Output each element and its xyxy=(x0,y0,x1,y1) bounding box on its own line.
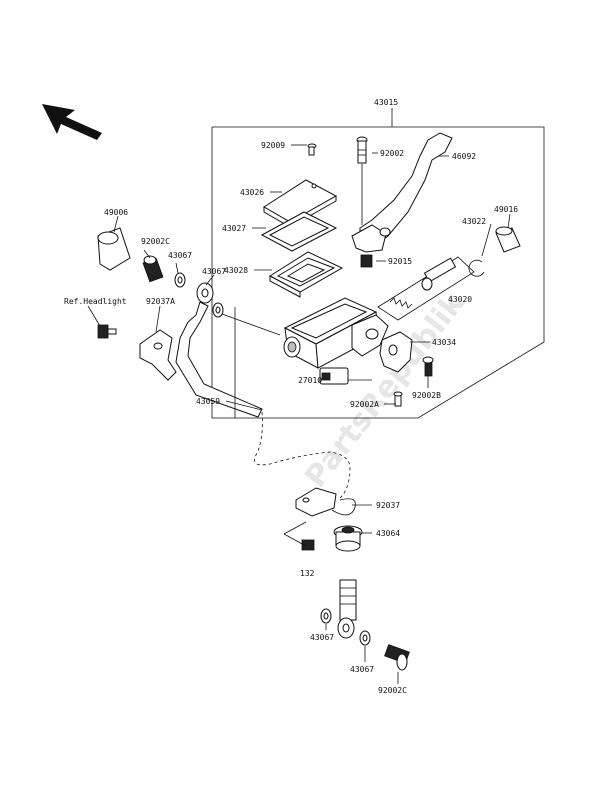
bolt-132[interactable] xyxy=(283,521,315,551)
plate-43027[interactable] xyxy=(260,211,338,252)
clamp-92037[interactable] xyxy=(331,498,356,516)
label-49016[interactable]: 49016 xyxy=(494,205,518,214)
label-132[interactable]: 132 xyxy=(300,569,315,578)
label-43059[interactable]: 43059 xyxy=(196,397,220,406)
washer-43067-upper[interactable] xyxy=(212,302,224,318)
front-direction-arrow-icon xyxy=(42,104,102,140)
clamp-43034[interactable] xyxy=(379,331,413,373)
label-43026[interactable]: 43026 xyxy=(240,188,264,197)
leader-lines xyxy=(87,144,511,684)
label-49006[interactable]: 49006 xyxy=(104,208,128,217)
lower-bracket[interactable] xyxy=(295,487,337,517)
screw-92009[interactable] xyxy=(307,143,317,156)
diaphragm-43028[interactable] xyxy=(269,251,344,298)
bracket-92037A[interactable] xyxy=(139,329,177,381)
master-cylinder-body[interactable] xyxy=(283,297,389,369)
label-92002C-top[interactable]: 92002C xyxy=(141,237,170,246)
label-92002B[interactable]: 92002B xyxy=(412,391,441,400)
label-43015[interactable]: 43015 xyxy=(374,98,398,107)
washer-43067-lower-left[interactable] xyxy=(320,608,332,624)
grommet-43064[interactable] xyxy=(333,525,363,552)
label-92037A[interactable]: 92037A xyxy=(146,297,175,306)
washer-43067-lower-right[interactable] xyxy=(359,630,371,646)
label-43067-a[interactable]: 43067 xyxy=(168,251,192,260)
label-43020[interactable]: 43020 xyxy=(448,295,472,304)
bolt-92002[interactable] xyxy=(356,136,368,164)
brake-lever-46092[interactable] xyxy=(351,132,453,253)
label-92002[interactable]: 92002 xyxy=(380,149,404,158)
washer-43067-left[interactable] xyxy=(174,272,186,288)
boot-49016[interactable] xyxy=(495,226,521,253)
label-43067-d[interactable]: 43067 xyxy=(350,665,374,674)
label-92002C-bottom[interactable]: 92002C xyxy=(378,686,407,695)
screw-92002A[interactable] xyxy=(393,391,403,407)
label-43034[interactable]: 43034 xyxy=(432,338,456,347)
switch-27010[interactable] xyxy=(319,367,349,385)
label-ref-headlight[interactable]: Ref.Headlight xyxy=(64,297,127,306)
label-92002A[interactable]: 92002A xyxy=(350,400,379,409)
label-27010[interactable]: 27010 xyxy=(298,376,322,385)
circlip-43022[interactable] xyxy=(468,259,485,277)
part-labels: 43015 92009 92002 46092 43026 43027 4302… xyxy=(64,98,518,695)
label-43028[interactable]: 43028 xyxy=(224,266,248,275)
label-92009[interactable]: 92009 xyxy=(261,141,285,150)
label-43027[interactable]: 43027 xyxy=(222,224,246,233)
assembly-boundary xyxy=(211,126,545,419)
bolt-92002B[interactable] xyxy=(422,356,434,377)
label-43067-c[interactable]: 43067 xyxy=(310,633,334,642)
hose-lower-fitting[interactable] xyxy=(337,579,357,639)
banjo-bolt-92002C-upper[interactable] xyxy=(142,255,164,283)
headlight-ref-bolt[interactable] xyxy=(97,324,117,339)
banjo-bolt-92002C-lower[interactable] xyxy=(384,644,410,671)
piston-kit-43020[interactable] xyxy=(377,256,475,321)
boot-49006[interactable] xyxy=(97,227,131,271)
label-43064[interactable]: 43064 xyxy=(376,529,400,538)
nut-92015[interactable] xyxy=(360,254,373,268)
label-46092[interactable]: 46092 xyxy=(452,152,476,161)
label-92037[interactable]: 92037 xyxy=(376,501,400,510)
label-92015[interactable]: 92015 xyxy=(388,257,412,266)
brake-hose-43059[interactable] xyxy=(175,282,351,501)
label-43022[interactable]: 43022 xyxy=(462,217,486,226)
label-43067-b[interactable]: 43067 xyxy=(202,267,226,276)
